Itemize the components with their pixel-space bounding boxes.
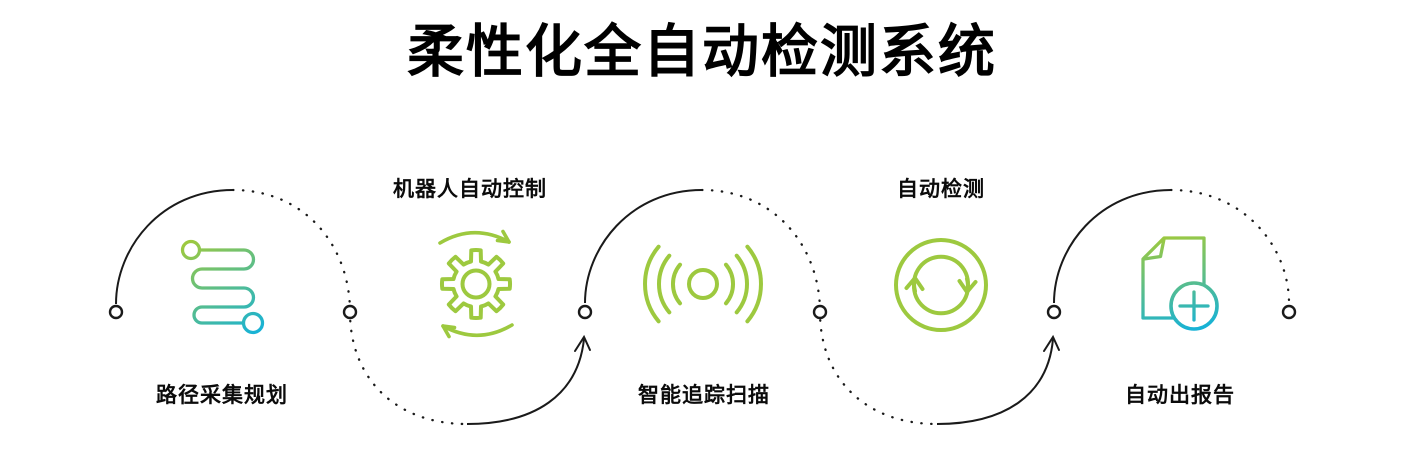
step-label-robot-control: 机器人自动控制 xyxy=(393,178,547,201)
wave-node xyxy=(342,304,358,320)
path-route-icon xyxy=(180,239,265,335)
wave-node xyxy=(1281,304,1297,320)
arrow-up-icon xyxy=(574,334,591,352)
wave-node xyxy=(812,304,828,320)
step-label-path-planning: 路径采集规划 xyxy=(156,384,288,407)
signal-scan-icon xyxy=(643,244,763,324)
page-title: 柔性化全自动检测系统 xyxy=(407,20,997,84)
wave-node xyxy=(577,304,593,320)
wave-solid-segment xyxy=(466,338,585,425)
wave-solid-segment xyxy=(936,338,1054,425)
step-label-auto-report: 自动出报告 xyxy=(1125,384,1235,407)
step-label-auto-detect: 自动检测 xyxy=(897,178,985,201)
sync-loop-icon xyxy=(894,238,988,332)
gear-rotation-icon xyxy=(438,229,514,339)
connector-wave xyxy=(108,188,1297,426)
wave-node xyxy=(108,304,124,320)
wave-node xyxy=(1046,304,1062,320)
wave-solid-segment xyxy=(1053,189,1172,304)
arrow-up-icon xyxy=(1043,334,1060,352)
wave-solid-segment xyxy=(115,189,234,305)
wave-solid-segment xyxy=(584,189,703,304)
report-document-icon xyxy=(1141,236,1219,331)
step-label-tracking-scan: 智能追踪扫描 xyxy=(638,384,770,407)
